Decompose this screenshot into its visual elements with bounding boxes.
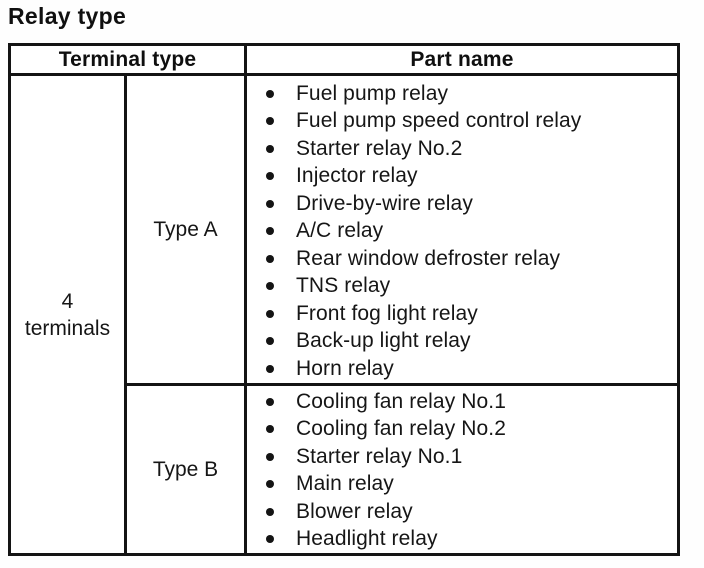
relay-type-table: Terminal type Part name 4 terminals Type… <box>8 43 680 556</box>
part-name-text: Rear window defroster relay <box>296 246 561 270</box>
part-list-item: Back-up light relay <box>261 328 671 356</box>
part-name-text: Back-up light relay <box>296 329 471 353</box>
column-header-part-name: Part name <box>247 46 677 76</box>
part-name-text: Starter relay No.2 <box>296 136 463 160</box>
part-list-item: Front fog light relay <box>261 300 671 328</box>
part-list-item: Rear window defroster relay <box>261 245 671 273</box>
part-list-item: Cooling fan relay No.2 <box>261 416 671 444</box>
bullet-icon <box>266 254 274 263</box>
page-title: Relay type <box>8 3 127 29</box>
bullet-icon <box>266 227 274 236</box>
bullet-icon <box>266 425 274 434</box>
part-list-item: Headlight relay <box>261 526 671 554</box>
bullet-icon <box>266 199 274 208</box>
bullet-icon <box>266 364 274 373</box>
bullet-icon <box>266 282 274 291</box>
part-name-text: Injector relay <box>296 164 418 188</box>
bullet-icon <box>266 172 274 181</box>
bullet-icon <box>266 480 274 489</box>
part-list-item: Horn relay <box>261 355 671 383</box>
part-name-text: Drive-by-wire relay <box>296 191 473 215</box>
bullet-icon <box>266 507 274 516</box>
part-list-item: Main relay <box>261 471 671 499</box>
bullet-icon <box>266 144 274 153</box>
bullet-icon <box>266 309 274 318</box>
part-name-text: Cooling fan relay No.1 <box>296 389 506 413</box>
bullet-icon <box>266 89 274 98</box>
part-name-text: Cooling fan relay No.2 <box>296 417 506 441</box>
part-name-text: Fuel pump speed control relay <box>296 109 582 133</box>
part-list-item: Fuel pump speed control relay <box>261 108 671 136</box>
bullet-icon <box>266 337 274 346</box>
part-list-item: TNS relay <box>261 273 671 301</box>
part-name-text: Front fog light relay <box>296 301 478 325</box>
part-name-text: TNS relay <box>296 274 391 298</box>
part-list-item: Starter relay No.2 <box>261 135 671 163</box>
bullet-icon <box>266 117 274 126</box>
part-list-item: Blower relay <box>261 498 671 526</box>
bullet-icon <box>266 397 274 406</box>
part-list-item: Fuel pump relay <box>261 80 671 108</box>
bullet-icon <box>266 452 274 461</box>
part-list-item: Starter relay No.1 <box>261 443 671 471</box>
part-name-text: Fuel pump relay <box>296 81 449 105</box>
type-a-parts-cell: Fuel pump relay Fuel pump speed control … <box>247 76 677 386</box>
part-list-item: Injector relay <box>261 163 671 191</box>
type-b-parts-cell: Cooling fan relay No.1 Cooling fan relay… <box>247 386 677 553</box>
part-name-text: Main relay <box>296 472 394 496</box>
type-b-parts-list: Cooling fan relay No.1 Cooling fan relay… <box>261 388 671 553</box>
type-b-label-cell: Type B <box>127 386 247 553</box>
part-name-text: Horn relay <box>296 356 394 380</box>
bullet-icon <box>266 535 274 544</box>
part-name-text: A/C relay <box>296 219 384 243</box>
type-a-parts-list: Fuel pump relay Fuel pump speed control … <box>261 80 671 383</box>
part-list-item: Cooling fan relay No.1 <box>261 388 671 416</box>
part-name-text: Blower relay <box>296 499 413 523</box>
part-name-text: Headlight relay <box>296 527 438 551</box>
part-list-item: Drive-by-wire relay <box>261 190 671 218</box>
type-a-label-cell: Type A <box>127 76 247 386</box>
part-name-text: Starter relay No.1 <box>296 444 463 468</box>
terminal-count-cell: 4 terminals <box>11 76 127 553</box>
column-header-terminal-type: Terminal type <box>11 46 247 76</box>
part-list-item: A/C relay <box>261 218 671 246</box>
